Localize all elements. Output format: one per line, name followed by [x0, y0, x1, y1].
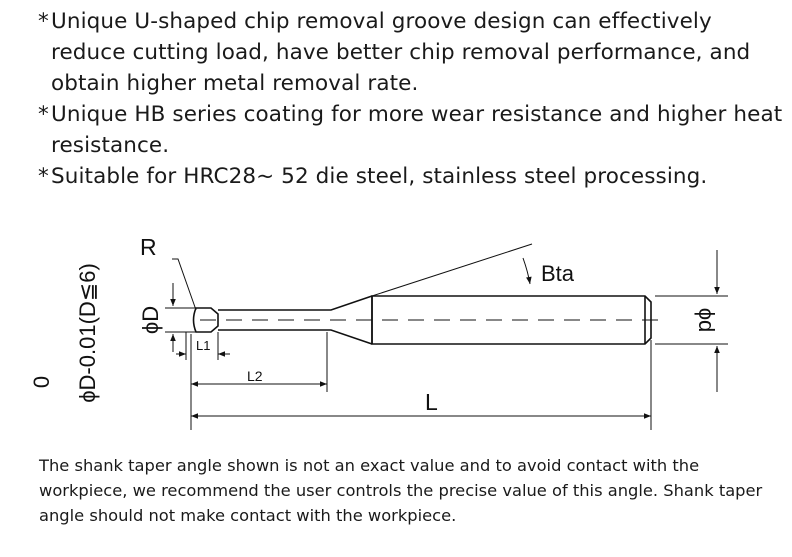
cutting-head	[192, 307, 219, 333]
neck-length-label: L2	[247, 368, 263, 384]
bullet-star: *	[38, 102, 49, 127]
feature-item: * Suitable for HRC28~ 52 die steel, stai…	[38, 161, 783, 192]
feature-text: Unique HB series coating for more wear r…	[51, 102, 783, 158]
feature-list: * Unique U-shaped chip removal groove de…	[38, 6, 783, 192]
feature-item: * Unique U-shaped chip removal groove de…	[38, 6, 783, 99]
neck	[218, 309, 324, 331]
taper-angle-label: Bta	[541, 261, 575, 286]
end-mill-diagram: R Bta ϕD ϕd L1 L2 L 0 ϕD-0.01(D≦6)	[29, 234, 728, 430]
feature-text: Unique U-shaped chip removal groove desi…	[51, 9, 751, 96]
feature-item: * Unique HB series coating for more wear…	[38, 99, 783, 161]
overall-length-label: L	[425, 389, 438, 415]
cut-length-label: L1	[196, 338, 210, 353]
feature-text: Suitable for HRC28~ 52 die steel, stainl…	[51, 164, 708, 189]
shank-diameter-label: ϕd	[694, 308, 719, 333]
tolerance-expression-label: ϕD-0.01(D≦6)	[75, 263, 100, 403]
bullet-star: *	[38, 9, 49, 34]
dimension-lines	[165, 243, 728, 430]
tolerance-upper-label: 0	[29, 376, 54, 388]
taper-angle-note: The shank taper angle shown is not an ex…	[39, 456, 763, 525]
radius-label: R	[140, 234, 157, 260]
bullet-star: *	[38, 164, 49, 189]
taper	[324, 295, 373, 345]
tool-outline	[192, 295, 652, 345]
radius-leader	[172, 258, 197, 311]
cut-diameter-label: ϕD	[138, 306, 163, 334]
